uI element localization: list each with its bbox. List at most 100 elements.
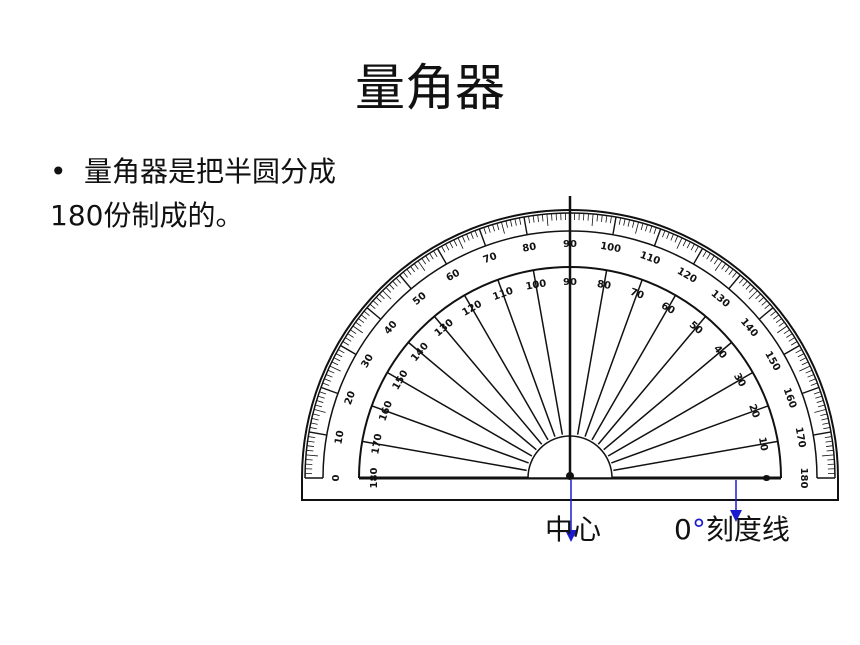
tick-mark bbox=[826, 449, 834, 452]
tick-mark bbox=[666, 232, 670, 239]
tick-mark bbox=[738, 277, 745, 284]
tick-mark bbox=[632, 220, 635, 228]
tick-mark bbox=[797, 353, 805, 358]
tick-mark bbox=[690, 243, 695, 251]
bullet-text: •量角器是把半圆分成 180份制成的。 bbox=[50, 150, 390, 238]
tick-mark bbox=[748, 290, 758, 300]
tick-mark bbox=[331, 361, 339, 366]
bullet-line-2: 180份制成的。 bbox=[50, 199, 244, 232]
tick-mark bbox=[523, 216, 528, 235]
tick-mark bbox=[676, 237, 683, 249]
tick-mark bbox=[745, 283, 752, 290]
tick-mark bbox=[306, 449, 314, 452]
zero-degree-line-label: 0°刻度线 bbox=[674, 508, 790, 548]
tick-mark bbox=[324, 378, 331, 382]
tick-mark bbox=[748, 287, 755, 293]
tick-mark bbox=[433, 250, 438, 258]
tick-mark bbox=[496, 223, 500, 231]
angle-ray bbox=[584, 279, 643, 437]
tick-mark bbox=[312, 413, 320, 416]
tick-mark bbox=[316, 400, 324, 403]
tick-mark bbox=[528, 216, 531, 224]
tick-mark bbox=[329, 365, 341, 372]
tick-mark bbox=[308, 436, 316, 439]
tick-mark bbox=[724, 266, 730, 273]
angle-ray bbox=[497, 279, 556, 437]
tick-mark bbox=[366, 307, 382, 320]
inner-scale-number: 20 bbox=[746, 403, 761, 420]
tick-mark bbox=[363, 310, 370, 316]
tick-mark bbox=[307, 440, 315, 443]
tick-mark bbox=[449, 241, 454, 249]
tick-mark bbox=[601, 214, 603, 222]
tick-mark bbox=[474, 230, 478, 238]
protractor-ticks bbox=[305, 213, 835, 479]
angle-ray bbox=[603, 341, 733, 451]
tick-mark bbox=[322, 382, 330, 386]
tick-mark bbox=[313, 409, 326, 413]
tick-mark bbox=[788, 337, 795, 342]
tick-mark bbox=[825, 440, 833, 443]
tick-mark bbox=[319, 391, 327, 395]
tick-mark bbox=[519, 217, 522, 225]
tick-mark bbox=[674, 235, 679, 243]
angle-ray bbox=[407, 341, 537, 451]
tick-mark bbox=[445, 243, 450, 251]
tick-mark bbox=[627, 219, 631, 227]
tick-mark bbox=[795, 349, 802, 354]
tick-mark bbox=[775, 318, 782, 324]
tick-mark bbox=[382, 290, 392, 300]
tick-mark bbox=[487, 225, 491, 233]
tick-mark bbox=[402, 271, 408, 278]
angle-ray bbox=[362, 440, 527, 472]
tick-mark bbox=[509, 219, 513, 227]
tick-mark bbox=[385, 287, 392, 293]
tick-mark bbox=[790, 341, 798, 346]
tick-mark bbox=[822, 454, 835, 457]
tick-mark bbox=[640, 223, 644, 231]
tick-mark bbox=[815, 395, 823, 399]
tick-mark bbox=[821, 417, 829, 421]
tick-mark bbox=[764, 303, 771, 310]
tick-mark bbox=[478, 228, 487, 247]
tick-mark bbox=[786, 333, 793, 338]
inner-scale-number: 170 bbox=[370, 433, 384, 456]
tick-mark bbox=[728, 268, 734, 275]
outer-scale-number: 180 bbox=[798, 468, 809, 489]
tick-mark bbox=[761, 300, 768, 306]
center-point bbox=[566, 472, 574, 480]
angle-ray bbox=[371, 405, 529, 464]
tick-mark bbox=[355, 321, 362, 327]
bullet-line-1: 量角器是把半圆分成 bbox=[84, 155, 337, 188]
tick-mark bbox=[406, 268, 412, 275]
zero-label-prefix: 0 bbox=[674, 513, 692, 546]
tick-mark bbox=[501, 221, 505, 234]
inner-scale-number: 100 bbox=[525, 278, 548, 292]
tick-mark bbox=[777, 325, 788, 334]
tick-mark bbox=[824, 436, 832, 439]
tick-mark bbox=[358, 318, 365, 324]
tick-mark bbox=[395, 277, 402, 284]
outer-scale-number: 80 bbox=[522, 241, 538, 254]
tick-mark bbox=[662, 230, 666, 238]
tick-mark bbox=[379, 293, 385, 300]
tick-mark bbox=[732, 271, 738, 278]
tick-mark bbox=[425, 255, 430, 262]
tick-mark bbox=[360, 314, 367, 320]
tick-mark bbox=[692, 248, 704, 265]
tick-mark bbox=[649, 225, 653, 233]
tick-mark bbox=[350, 329, 357, 335]
tick-mark bbox=[721, 263, 727, 270]
tick-mark bbox=[799, 357, 807, 362]
tick-mark bbox=[742, 280, 748, 287]
tick-mark bbox=[822, 422, 830, 425]
tick-mark bbox=[333, 357, 341, 362]
tick-mark bbox=[421, 258, 427, 265]
tick-mark bbox=[605, 215, 608, 223]
tick-mark bbox=[399, 274, 412, 290]
tick-mark bbox=[609, 216, 612, 224]
tick-mark bbox=[820, 413, 828, 416]
tick-mark bbox=[807, 374, 815, 378]
tick-mark bbox=[342, 341, 350, 346]
